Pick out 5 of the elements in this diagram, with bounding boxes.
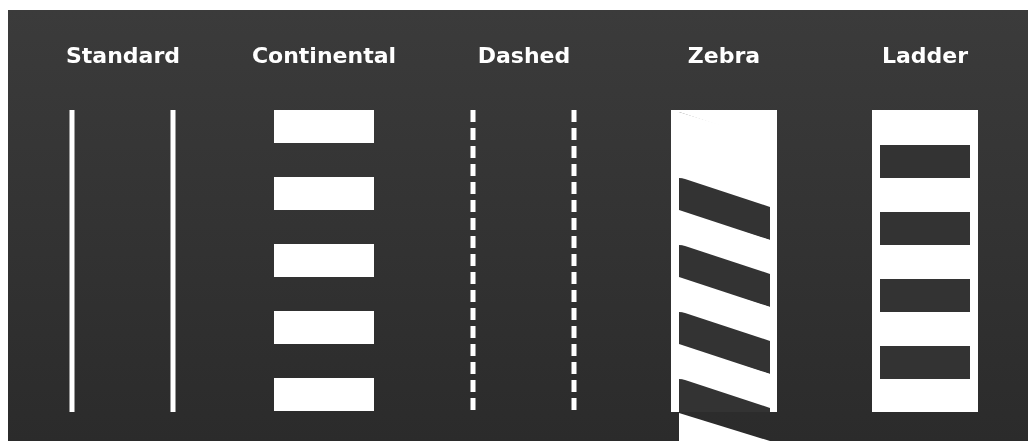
marking-title: Ladder [880,43,970,68]
marking-title: Standard [64,43,182,68]
marking-title: Dashed [476,43,572,68]
marking-title: Continental [250,43,398,68]
marking-title: Zebra [686,43,762,68]
